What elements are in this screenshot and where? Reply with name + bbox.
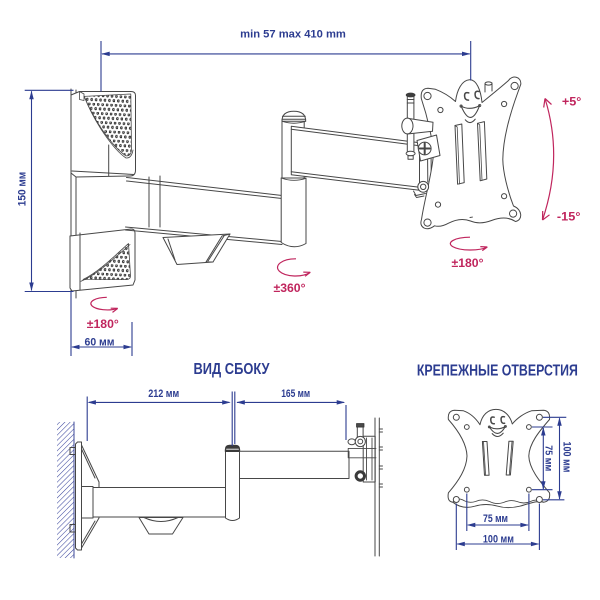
svg-text:ВИД СБОКУ: ВИД СБОКУ — [194, 361, 271, 378]
svg-text:±360°: ±360° — [274, 281, 306, 295]
svg-text:150 мм: 150 мм — [17, 172, 29, 207]
svg-text:60 мм: 60 мм — [85, 337, 115, 349]
svg-text:212 мм: 212 мм — [148, 388, 179, 400]
svg-text:100 мм: 100 мм — [560, 442, 572, 473]
svg-text:+5°: +5° — [562, 95, 582, 109]
svg-text:75 мм: 75 мм — [542, 445, 553, 471]
svg-text:±180°: ±180° — [87, 317, 119, 331]
svg-text:±180°: ±180° — [452, 256, 484, 270]
svg-text:75 мм: 75 мм — [483, 513, 508, 525]
svg-text:100 мм: 100 мм — [483, 534, 514, 546]
svg-text:-15°: -15° — [557, 210, 581, 224]
svg-text:КРЕПЕЖНЫЕ ОТВЕРСТИЯ: КРЕПЕЖНЫЕ ОТВЕРСТИЯ — [417, 363, 578, 380]
svg-text:165 мм: 165 мм — [281, 388, 310, 400]
svg-text:min 57 max 410 mm: min 57 max 410 mm — [240, 29, 346, 41]
